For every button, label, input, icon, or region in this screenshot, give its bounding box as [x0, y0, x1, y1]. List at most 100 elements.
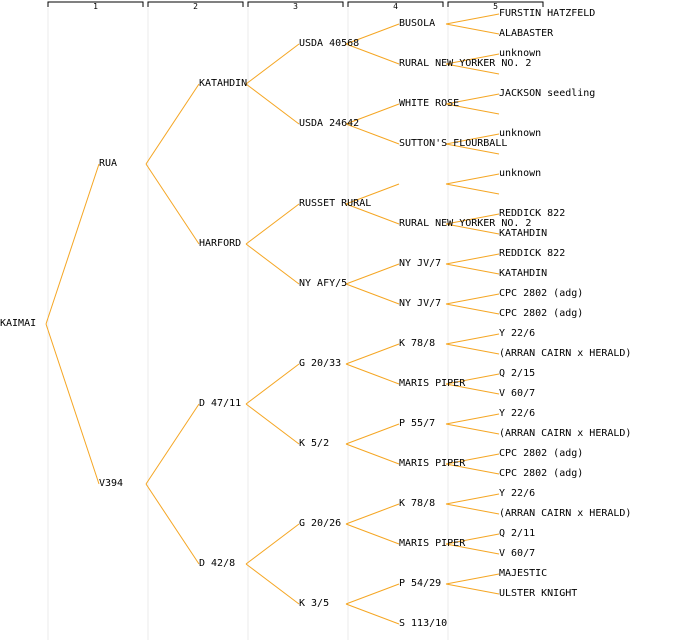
pedigree-branch: [445, 583, 500, 595]
pedigree-node: Y 22/6: [499, 488, 535, 499]
pedigree-branch: [445, 573, 500, 585]
pedigree-node: RUSSET RURAL: [299, 198, 371, 209]
generation-number: 5: [493, 2, 498, 11]
pedigree-node: CPC 2802 (adg): [499, 308, 583, 319]
pedigree-node: K 3/5: [299, 598, 329, 609]
pedigree-branch: [445, 93, 500, 105]
pedigree-branch: [445, 143, 500, 155]
pedigree-node: ALABASTER: [499, 28, 554, 39]
pedigree-branch: [445, 23, 500, 35]
pedigree-node: G 20/26: [299, 518, 341, 529]
pedigree-node: NY JV/7: [399, 298, 441, 309]
pedigree-node: RURAL NEW YORKER NO. 2: [399, 58, 531, 69]
pedigree-branch: [445, 493, 500, 505]
pedigree-branch: [445, 183, 500, 195]
pedigree-branch: [445, 373, 500, 385]
pedigree-branch: [345, 263, 400, 285]
pedigree-node: ULSTER KNIGHT: [499, 588, 577, 599]
pedigree-node: HARFORD: [199, 238, 241, 249]
pedigree-node: KATAHDIN: [499, 268, 547, 279]
pedigree-branch: [445, 53, 500, 65]
pedigree-branch: [345, 523, 400, 545]
pedigree-node: V 60/7: [499, 548, 535, 559]
pedigree-branch: [345, 603, 400, 625]
pedigree-node: NY AFY/5: [299, 278, 347, 289]
pedigree-node: MARIS PIPER: [399, 458, 466, 469]
pedigree-branch: [345, 423, 400, 445]
pedigree-node: MARIS PIPER: [399, 378, 466, 389]
pedigree-branch: [345, 343, 400, 365]
pedigree-node: KATAHDIN: [199, 78, 247, 89]
pedigree-node: unknown: [499, 168, 541, 179]
pedigree-branch: [445, 503, 500, 515]
pedigree-node: MAJESTIC: [499, 568, 547, 579]
pedigree-branch: [445, 63, 500, 75]
pedigree-branch: [445, 423, 500, 435]
pedigree-branch: [245, 203, 300, 245]
pedigree-branch: [445, 463, 500, 475]
pedigree-link[interactable]: WHITE ROSE: [399, 98, 459, 109]
pedigree-node: FURSTIN HATZFELD: [499, 8, 595, 19]
pedigree-node: K 78/8: [399, 498, 435, 509]
pedigree-node: KAIMAI: [0, 318, 36, 329]
generation-bracket: [347, 1, 444, 7]
pedigree-branch: [445, 13, 500, 25]
pedigree-branch: [345, 123, 400, 145]
pedigree-branch: [345, 363, 400, 385]
pedigree-branch: [445, 223, 500, 235]
pedigree-branch: [345, 503, 400, 525]
pedigree-node: REDDICK 822: [499, 248, 565, 259]
generation-bracket: [447, 1, 544, 7]
pedigree-branch: [445, 533, 500, 545]
pedigree-node: G 20/33: [299, 358, 341, 369]
pedigree-branch: [245, 43, 300, 85]
pedigree-node: BUSOLA: [399, 18, 435, 29]
generation-number: 2: [193, 2, 198, 11]
pedigree-node: MARIS PIPER: [399, 538, 466, 549]
pedigree-branch: [445, 453, 500, 465]
pedigree-branch: [245, 243, 300, 285]
pedigree-branch: [445, 263, 500, 275]
pedigree-branch: [145, 403, 200, 485]
pedigree-node: D 42/8: [199, 558, 235, 569]
pedigree-branch: [45, 163, 100, 325]
pedigree-branch: [345, 43, 400, 65]
pedigree-node: CPC 2802 (adg): [499, 468, 583, 479]
pedigree-node: D 47/11: [199, 398, 241, 409]
pedigree-branch: [245, 403, 300, 445]
pedigree-node: S 113/10: [399, 618, 447, 629]
pedigree-node: Y 22/6: [499, 328, 535, 339]
pedigree-branch: [245, 83, 300, 125]
pedigree-node: CPC 2802 (adg): [499, 288, 583, 299]
pedigree-branch: [445, 543, 500, 555]
pedigree-branch: [445, 253, 500, 265]
pedigree-node: Y 22/6: [499, 408, 535, 419]
pedigree-node: KATAHDIN: [499, 228, 547, 239]
generation-bracket: [47, 1, 144, 7]
pedigree-node: (ARRAN CAIRN x HERALD): [499, 428, 631, 439]
pedigree-node: REDDICK 822: [499, 208, 565, 219]
pedigree-branch: [445, 413, 500, 425]
pedigree-node: Q 2/15: [499, 368, 535, 379]
pedigree-node: P 54/29: [399, 578, 441, 589]
pedigree-branch: [345, 203, 400, 225]
generation-number: 4: [393, 2, 398, 11]
pedigree-node: USDA 24642: [299, 118, 359, 129]
pedigree-node: V 60/7: [499, 388, 535, 399]
pedigree-branch: [445, 173, 500, 185]
generation-bracket: [247, 1, 344, 7]
generation-number: 3: [293, 2, 298, 11]
pedigree-branch: [245, 563, 300, 605]
pedigree-node: unknown: [499, 48, 541, 59]
pedigree-node: K 78/8: [399, 338, 435, 349]
pedigree-branch: [245, 363, 300, 405]
pedigree-node: V394: [99, 478, 123, 489]
generation-bracket: [147, 1, 244, 7]
pedigree-branch: [445, 293, 500, 305]
pedigree-branch: [345, 583, 400, 605]
pedigree-branch: [145, 163, 200, 245]
pedigree-branch: [245, 523, 300, 565]
pedigree-branch: [345, 183, 400, 205]
pedigree-node: SUTTON'S FLOURBALL: [399, 138, 507, 149]
